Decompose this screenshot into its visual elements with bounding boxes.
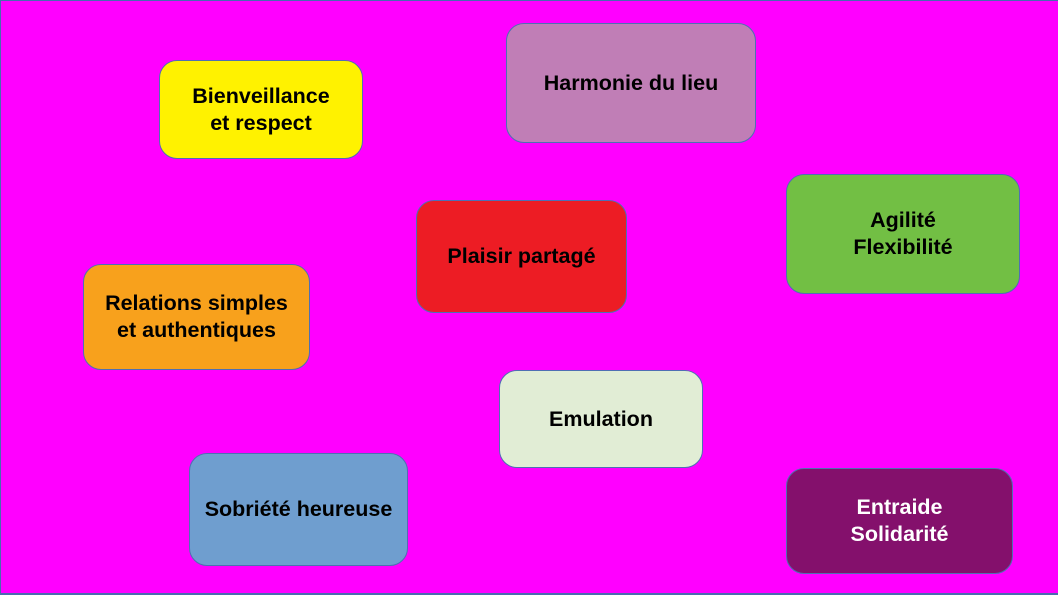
box-harmonie: Harmonie du lieu: [506, 23, 756, 143]
box-plaisir: Plaisir partagé: [416, 200, 627, 313]
box-label: Emulation: [549, 406, 653, 431]
box-label: Agilité Flexibilité: [853, 208, 953, 259]
box-label: Sobriété heureuse: [204, 497, 393, 521]
box-label: Relations simples et authentiques: [105, 291, 288, 342]
box-entraide: Entraide Solidarité: [786, 468, 1013, 574]
box-sobriete: Sobriété heureuse: [189, 453, 408, 566]
box-label: Entraide Solidarité: [850, 495, 949, 546]
box-agilite: Agilité Flexibilité: [786, 174, 1020, 294]
box-label: Bienveillance et respect: [192, 83, 330, 135]
box-bienveillance: Bienveillance et respect: [159, 60, 363, 159]
box-emulation: Emulation: [499, 370, 703, 468]
box-label: Plaisir partagé: [447, 244, 596, 268]
box-label: Harmonie du lieu: [543, 70, 719, 95]
box-relations: Relations simples et authentiques: [83, 264, 310, 370]
